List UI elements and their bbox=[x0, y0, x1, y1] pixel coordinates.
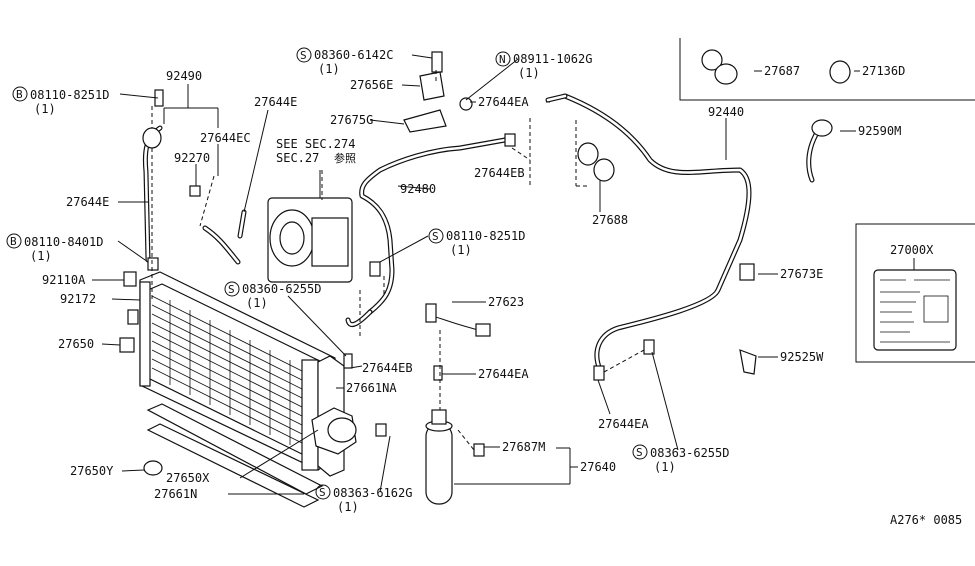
seal-strip-lower bbox=[146, 423, 320, 508]
label-27687: 27687 bbox=[764, 64, 800, 78]
fittings bbox=[119, 51, 755, 476]
receiver-drier bbox=[425, 409, 453, 505]
label-27640: 27640 bbox=[580, 460, 616, 474]
bolt-b-symbol-mid bbox=[6, 233, 22, 249]
label-qty-g: (1) bbox=[337, 500, 359, 514]
label-27644E-a: 27644E bbox=[254, 95, 297, 109]
label-27661NA: 27661NA bbox=[346, 381, 397, 395]
hose-92440 bbox=[562, 93, 752, 373]
clip-92525W bbox=[739, 349, 757, 375]
part-labels: 92490 08110-8251D (1) 27644E 27644EC 922… bbox=[24, 48, 962, 527]
label-27675G: 27675G bbox=[330, 113, 373, 127]
label-27644EA-c: 27644EA bbox=[598, 417, 649, 431]
label-92490: 92490 bbox=[166, 69, 202, 83]
label-08360-6142C: 08360-6142C bbox=[314, 48, 393, 62]
label-27656E: 27656E bbox=[350, 78, 393, 92]
label-92590M: 92590M bbox=[858, 124, 901, 138]
seal-strip-27661N bbox=[146, 403, 324, 495]
label-08911-1062G: 08911-1062G bbox=[513, 52, 592, 66]
label-27650: 27650 bbox=[58, 337, 94, 351]
label-92525W: 92525W bbox=[780, 350, 824, 364]
condenser bbox=[139, 271, 336, 471]
label-27650Y: 27650Y bbox=[70, 464, 114, 478]
bolt-b-letter-mid: B bbox=[10, 235, 17, 248]
inset-o-rings bbox=[701, 49, 851, 85]
diagram-code: A276* 0085 bbox=[890, 513, 962, 527]
label-27136D: 27136D bbox=[862, 64, 905, 78]
inset-box-label bbox=[855, 223, 975, 363]
sensor-27623-wire bbox=[431, 315, 479, 331]
label-qty-h: (1) bbox=[654, 460, 676, 474]
bolt-b-symbol-top bbox=[12, 86, 28, 102]
label-92440: 92440 bbox=[708, 105, 744, 119]
label-08363-6162G: 08363-6162G bbox=[333, 486, 412, 500]
dashed-leaders bbox=[151, 70, 645, 451]
label-27688: 27688 bbox=[592, 213, 628, 227]
screw-s-symbol-2 bbox=[428, 228, 444, 244]
label-qty-a: (1) bbox=[34, 102, 56, 116]
label-08110-8251D: 08110-8251D bbox=[446, 229, 525, 243]
label-92480: 92480 bbox=[400, 182, 436, 196]
screw-s-letter-1: S bbox=[300, 49, 307, 62]
label-92172: 92172 bbox=[60, 292, 96, 306]
label-27644EB-b: 27644EB bbox=[362, 361, 413, 375]
leader-lines bbox=[92, 54, 915, 495]
label-27644EC: 27644EC bbox=[200, 131, 251, 145]
label-qty-e: (1) bbox=[450, 243, 472, 257]
nut-n-letter: N bbox=[499, 53, 506, 66]
label-08360-6255D: 08360-6255D bbox=[242, 282, 321, 296]
compressor bbox=[267, 170, 353, 283]
label-27650X: 27650X bbox=[166, 471, 210, 485]
nut-n-symbol bbox=[495, 51, 511, 67]
inset-box-top-right bbox=[679, 38, 975, 101]
label-27644EA-a: 27644EA bbox=[478, 95, 529, 109]
label-27623: 27623 bbox=[488, 295, 524, 309]
label-27644EA-b: 27644EA bbox=[478, 367, 529, 381]
label-92110A: 92110A bbox=[42, 273, 86, 287]
screw-s-symbol-1 bbox=[296, 47, 312, 63]
bolt-b-letter-top: B bbox=[16, 88, 23, 101]
label-qty-b: (1) bbox=[30, 249, 52, 263]
label-qty-c: (1) bbox=[318, 62, 340, 76]
label-08110-8401D: 08110-8401D bbox=[24, 235, 103, 249]
screw-s-symbol-5 bbox=[632, 444, 648, 460]
screw-s-symbol-3 bbox=[224, 281, 240, 297]
sensor-27623 bbox=[425, 303, 437, 323]
label-qty-d: (1) bbox=[518, 66, 540, 80]
label-92270: 92270 bbox=[174, 151, 210, 165]
label-27673E: 27673E bbox=[780, 267, 823, 281]
label-see-sec-2: SEC.27 bbox=[276, 151, 319, 165]
label-08363-6255D: 08363-6255D bbox=[650, 446, 729, 460]
screw-s-letter-2: S bbox=[432, 230, 439, 243]
screw-s-letter-4: S bbox=[319, 486, 326, 499]
label-see-sec-kanji: 参照 bbox=[334, 151, 356, 165]
label-card-27000X bbox=[873, 269, 957, 351]
screw-s-symbol-4 bbox=[315, 484, 331, 500]
screw-s-letter-3: S bbox=[228, 283, 235, 296]
screw-s-letter-5: S bbox=[636, 446, 643, 459]
label-27644EB-a: 27644EB bbox=[474, 166, 525, 180]
label-08110-8251D-top: 08110-8251D bbox=[30, 88, 109, 102]
label-27687M: 27687M bbox=[502, 440, 545, 454]
bolt-symbols: B B S N S S S S bbox=[6, 47, 648, 500]
label-qty-f: (1) bbox=[246, 296, 268, 310]
label-see-sec-1: SEE SEC.274 bbox=[276, 137, 355, 151]
label-27000X: 27000X bbox=[890, 243, 934, 257]
label-27661N: 27661N bbox=[154, 487, 197, 501]
label-27644E-b: 27644E bbox=[66, 195, 109, 209]
